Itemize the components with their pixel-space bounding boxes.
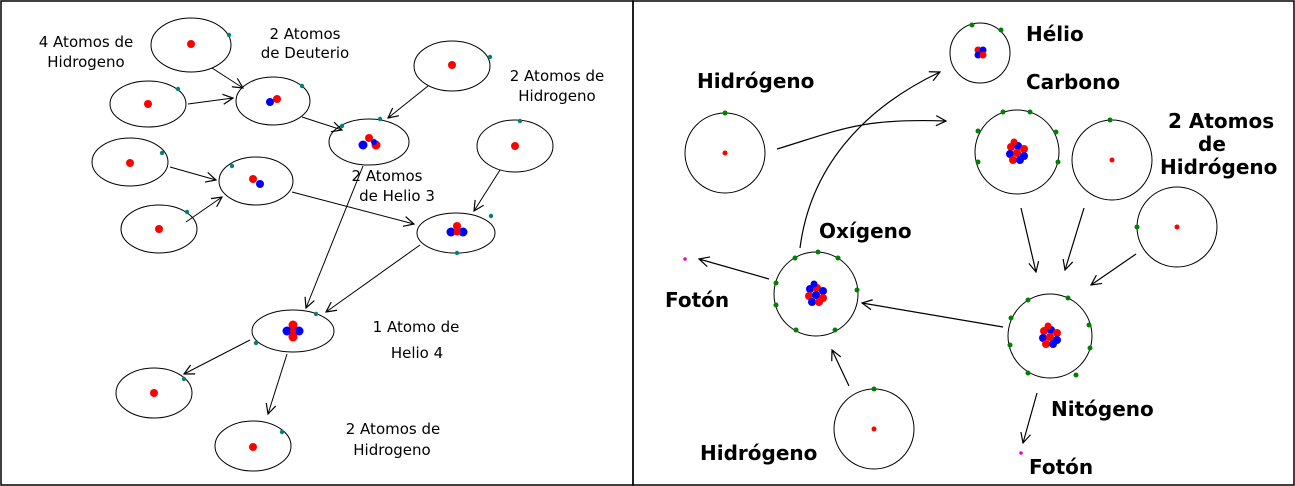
label-deuterium-line1: 2 Atomos xyxy=(270,25,341,43)
helium3-atom xyxy=(416,212,496,256)
hydrogen-atom xyxy=(684,110,766,194)
label-hydrogen-out-top-line1: 2 Atomos de xyxy=(510,67,605,85)
oxygen-atom xyxy=(773,249,860,337)
label-oxygen: Oxígeno xyxy=(819,219,912,243)
left-panel: 4 Atomos de Hidrogeno 2 Atomos de Deuter… xyxy=(39,17,605,472)
hydrogen-atom xyxy=(1134,186,1218,268)
label-helium3-line2: de Helio 3 xyxy=(359,187,435,205)
photon-dot xyxy=(1019,451,1023,455)
carbon-atom xyxy=(974,109,1061,195)
nitrogen-atom xyxy=(1007,293,1093,379)
hydrogen-atom xyxy=(91,137,169,187)
nitrogen-nucleus xyxy=(1039,322,1061,348)
deuterium-atom xyxy=(235,76,311,126)
hydrogen-atom xyxy=(150,17,232,73)
deuterium-atom xyxy=(218,156,294,206)
photon-dot xyxy=(683,257,687,261)
label-helium4-line2: Helio 4 xyxy=(391,344,443,362)
label-hydrogen-in-bottom: Hidrógeno xyxy=(700,441,817,465)
label-hydrogen-2-line2: de xyxy=(1198,132,1226,156)
label-hydrogen-out-bottom-line1: 2 Atomos de xyxy=(346,420,441,438)
label-helium3-line1: 2 Atomos xyxy=(352,167,423,185)
label-hydrogen-in-top: Hidrógeno xyxy=(697,69,814,93)
hydrogen-atom xyxy=(214,420,292,472)
carbon-nucleus xyxy=(1006,138,1028,164)
label-helium: Hélio xyxy=(1026,22,1084,46)
label-photon-bottom: Fotón xyxy=(1029,455,1093,479)
label-hydrogen-4-line2: Hidrogeno xyxy=(47,53,124,71)
hydrogen-atom xyxy=(476,118,554,173)
label-hydrogen-2-line1: 2 Atomos xyxy=(1168,109,1274,133)
label-hydrogen-out-top-line2: Hidrogeno xyxy=(518,87,595,105)
label-helium4-line1: 1 Atomo de xyxy=(373,318,460,336)
right-arrows xyxy=(699,72,1137,443)
helium-atom xyxy=(949,22,1011,84)
hydrogen-atom xyxy=(833,386,915,470)
label-hydrogen-4-line1: 4 Atomos de xyxy=(39,33,134,51)
label-deuterium-line2: de Deuterio xyxy=(261,44,349,62)
hydrogen-atom xyxy=(115,367,193,419)
label-photon-left: Fotón xyxy=(665,288,729,312)
hydrogen-atom xyxy=(413,40,493,92)
right-panel: Hidrógeno Hélio Carbono 2 Atomos de Hidr… xyxy=(665,22,1277,479)
left-arrows xyxy=(169,67,501,414)
hydrogen-atom xyxy=(1071,117,1153,201)
label-carbon: Carbono xyxy=(1026,70,1120,94)
label-hydrogen-out-bottom-line2: Hidrogeno xyxy=(353,441,430,459)
label-nitrogen: Nitógeno xyxy=(1051,397,1154,421)
oxygen-nucleus xyxy=(805,280,827,306)
hydrogen-atom xyxy=(109,80,187,128)
hydrogen-atom xyxy=(120,204,198,254)
right-panel-frame xyxy=(632,0,1295,486)
label-hydrogen-2-line3: Hidrógeno xyxy=(1160,155,1277,179)
helium3-atom xyxy=(328,116,410,166)
helium4-atom xyxy=(251,309,335,353)
